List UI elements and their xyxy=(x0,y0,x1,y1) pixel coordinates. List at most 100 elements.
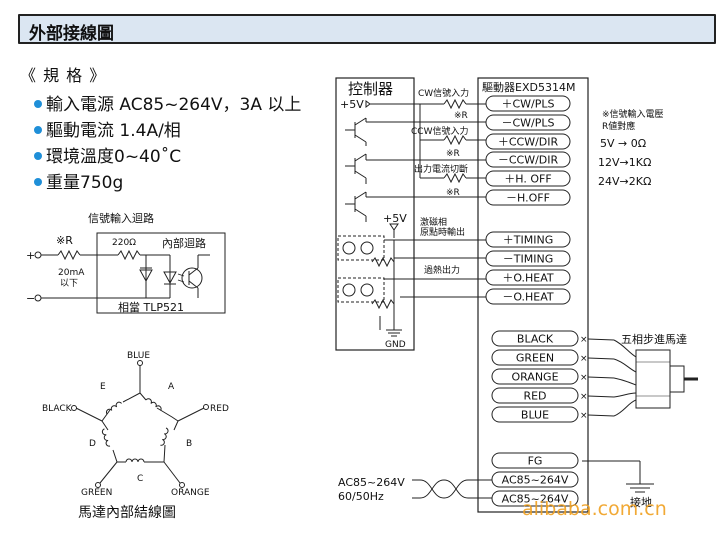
lead-green-label: GREEN xyxy=(81,488,112,498)
phase-d-label: D xyxy=(89,439,96,449)
bullet-icon xyxy=(34,100,42,108)
spec-item: 驅動電流 1.4A/相 xyxy=(20,118,301,144)
power-terminal: FG xyxy=(491,452,579,469)
driver-terminal: －CW/PLS xyxy=(485,114,571,131)
spec-text: 重量750g xyxy=(46,173,124,193)
motor-terminal-label: RED xyxy=(523,390,546,403)
r-note-cw: ※R xyxy=(454,111,468,121)
lead-black-label: BLACK xyxy=(42,404,73,414)
driver-terminal: －H.OFF xyxy=(485,189,571,206)
driver-terminal-label: ＋CCW/DIR xyxy=(498,136,559,149)
terminal-cross-icon: × xyxy=(580,335,588,345)
power-label-1: AC85~264V xyxy=(338,476,405,489)
bullet-icon xyxy=(34,126,42,134)
motor-terminal: BLUE xyxy=(491,406,579,423)
motor-wiring-title: 馬達內部結線圖 xyxy=(78,505,176,521)
phase-e-label: E xyxy=(100,382,106,392)
power-terminal: AC85~264V xyxy=(491,471,579,488)
external-resistor-label: ※R xyxy=(56,234,73,247)
spec-text: 輸入電源 AC85~264V，3A 以上 xyxy=(46,95,302,115)
spec-text: 環境溫度0~40˚C xyxy=(46,147,182,167)
cw-signal-label: CW信號入力 xyxy=(418,87,469,99)
stepper-motor: 五相步進馬達 xyxy=(613,333,698,417)
motor-terminal: ORANGE xyxy=(491,368,579,385)
motor-terminal-label: BLUE xyxy=(521,409,549,422)
input-circuit: 信號輸入迴路 220Ω 內部迴路 相當 TLP521 + ※R 20mA 以下 … xyxy=(26,211,226,314)
motor-terminal: RED xyxy=(491,387,579,404)
driver-terminal-label: ＋CW/PLS xyxy=(501,98,554,111)
overheat-label: 過熱出力 xyxy=(424,264,460,276)
lead-red-label: RED xyxy=(210,404,229,414)
lead-blue-label: BLUE xyxy=(127,351,150,361)
note-title-1: ※信號輸入電壓 xyxy=(602,108,664,120)
bullet-icon xyxy=(34,178,42,186)
driver-terminal-label: －CCW/DIR xyxy=(498,154,559,167)
spec-item: 重量750g xyxy=(20,170,301,196)
terminal-cross-icon: × xyxy=(580,411,588,421)
phase-a-label: A xyxy=(168,382,175,392)
driver-terminal: ＋CW/PLS xyxy=(485,95,571,112)
current-label: 20mA xyxy=(58,268,85,278)
motor-terminal-label: GREEN xyxy=(516,352,554,365)
terminal-cross-icon: × xyxy=(580,373,588,383)
controller-5v-label: +5V xyxy=(383,212,407,225)
specs-section: 《 規 格 》 輸入電源 AC85~264V，3A 以上 驅動電流 1.4A/相… xyxy=(20,62,301,196)
power-label-2: 60/50Hz xyxy=(338,490,384,503)
terminal-cross-icon: × xyxy=(580,392,588,402)
driver-terminal: ＋O.HEAT xyxy=(485,269,571,286)
plus-terminal xyxy=(34,251,42,259)
watermark: alibaba.com.cn xyxy=(522,498,667,520)
ground-label: 接地 xyxy=(630,496,652,509)
motor-terminal-label: BLACK xyxy=(517,333,554,346)
motor-internal-wiring: BLUE RED ORANGE GREEN BLACK A B C D E 馬達… xyxy=(42,351,229,521)
internal-resistor-label: 220Ω xyxy=(112,238,136,248)
controller-box: 控制器 +5V xyxy=(335,77,420,351)
phase-b-label: B xyxy=(186,439,192,449)
driver-terminal-label: －H.OFF xyxy=(506,192,550,205)
note-row: 12V→1KΩ xyxy=(598,156,651,169)
driver-terminal: ＋TIMING xyxy=(485,231,571,248)
page-title: 外部接線圖 xyxy=(29,24,114,44)
signal-wires xyxy=(366,99,488,298)
motor-terminals: BLACK × GREEN × ORANGE × RED × BLUE × xyxy=(491,330,615,423)
excitation-label-1: 激磁相 xyxy=(420,216,447,228)
phase-c-label: C xyxy=(137,474,143,484)
lead-orange-label: ORANGE xyxy=(171,488,210,498)
driver-terminal: －CCW/DIR xyxy=(485,151,571,168)
driver-terminals: ＋CW/PLS －CW/PLS ＋CCW/DIR －CCW/DIR ＋H. OFF －H.… xyxy=(485,95,571,305)
driver-terminal: －TIMING xyxy=(485,250,571,267)
ccw-signal-label: CCW信號入力 xyxy=(411,125,468,137)
current-sub-label: 以下 xyxy=(60,279,78,289)
ground-symbol: 接地 xyxy=(582,460,654,509)
motor-terminal-label: ORANGE xyxy=(511,371,558,384)
power-terminal-label: FG xyxy=(528,455,543,468)
minus-terminal xyxy=(34,294,42,302)
internal-circuit-box xyxy=(96,232,226,314)
driver-terminal: －O.HEAT xyxy=(485,288,571,305)
controller-supply-label: +5V xyxy=(340,98,364,111)
spec-item: 輸入電源 AC85~264V，3A 以上 xyxy=(20,92,301,118)
r-note-hoff: ※R xyxy=(446,188,460,198)
specs-heading: 《 規 格 》 xyxy=(20,66,107,85)
current-cut-label: 出力電流切斷 xyxy=(414,163,468,175)
power-input: AC85~264V 60/50Hz xyxy=(338,476,492,503)
driver-box: 驅動器EXD5314M xyxy=(477,77,589,513)
spec-text: 驅動電流 1.4A/相 xyxy=(46,121,181,141)
power-terminal-label: AC85~264V xyxy=(502,493,569,506)
driver-terminal-label: －TIMING xyxy=(503,253,553,266)
note-row: 5V → 0Ω xyxy=(600,137,646,150)
driver-title: 驅動器EXD5314M xyxy=(482,80,575,94)
driver-terminal-label: ＋O.HEAT xyxy=(502,272,554,285)
resistor-note: ※信號輸入電壓 R値對應 5V → 0Ω 12V→1KΩ 24V→2KΩ xyxy=(598,108,664,188)
driver-terminal-label: －CW/PLS xyxy=(501,117,554,130)
internal-circuit-label: 內部迴路 xyxy=(162,236,206,250)
motor-label: 五相步進馬達 xyxy=(621,333,687,346)
driver-terminal: ＋H. OFF xyxy=(485,170,571,187)
power-terminal-label: AC85~264V xyxy=(502,474,569,487)
equivalent-part-label: 相當 TLP521 xyxy=(118,301,184,314)
driver-terminal-label: ＋H. OFF xyxy=(504,173,551,186)
terminal-cross-icon: × xyxy=(580,354,588,364)
excitation-label-2: 原點時輸出 xyxy=(420,226,465,238)
motor-terminal: GREEN xyxy=(491,349,579,366)
header-banner: 外部接線圖 xyxy=(18,14,716,44)
